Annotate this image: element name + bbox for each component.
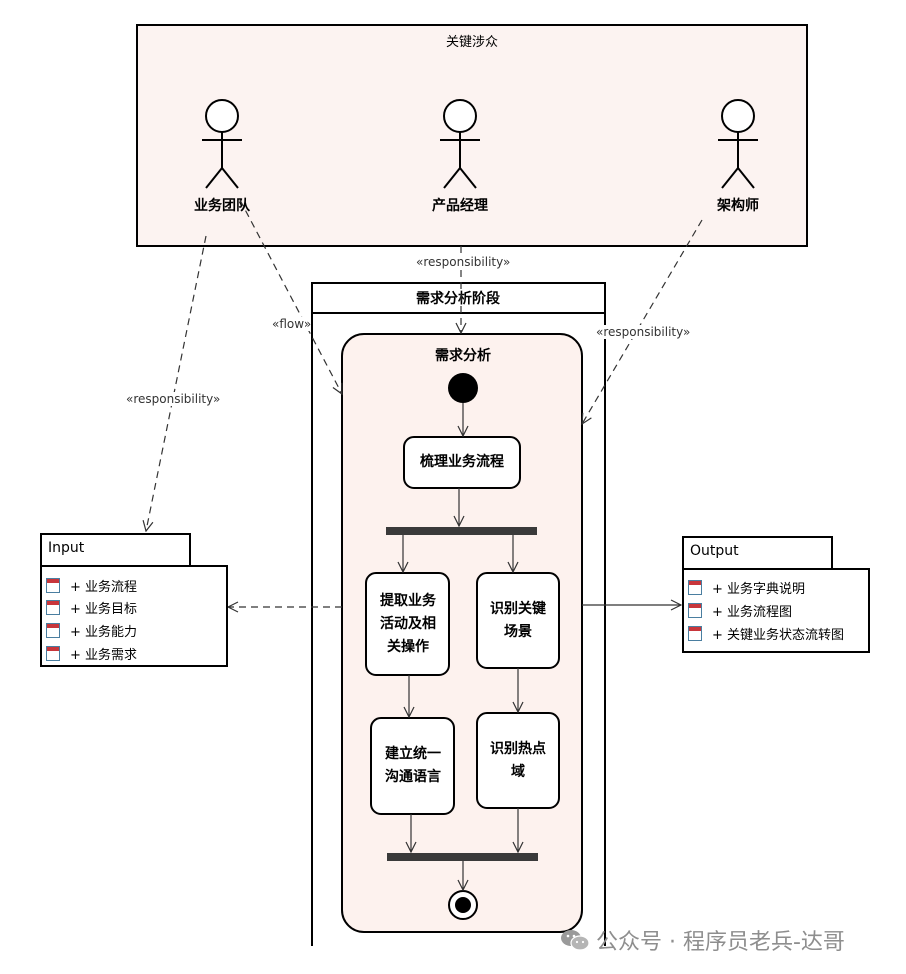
dep-business-team-to-input xyxy=(146,235,207,531)
input-item-label: + 业务能力 xyxy=(70,624,138,640)
actor-business-team-label: 业务团队 xyxy=(194,197,251,214)
input-item: + 业务流程 xyxy=(46,576,138,595)
actor-architect xyxy=(718,99,758,189)
input-package-body xyxy=(40,565,228,667)
phase-title: 需求分析阶段 xyxy=(416,290,500,307)
actor-business-team xyxy=(202,99,242,189)
responsibility-label-business-team: «responsibility» xyxy=(126,392,221,406)
input-item: + 业务目标 xyxy=(46,598,138,617)
input-item: + 业务需求 xyxy=(46,644,138,663)
flow-label-business-team: «flow» xyxy=(272,317,312,331)
actor-product-manager xyxy=(440,99,480,189)
attribute-icon xyxy=(46,599,60,615)
input-item-label: + 业务需求 xyxy=(70,647,138,663)
output-item: + 业务流程图 xyxy=(688,601,793,620)
dep-business-team-to-activity xyxy=(239,199,342,394)
input-item: + 业务能力 xyxy=(46,621,138,640)
actor-product-manager-label: 产品经理 xyxy=(432,197,488,214)
wechat-icon xyxy=(561,930,590,951)
output-item-label: + 业务流程图 xyxy=(712,604,793,620)
input-item-label: + 业务流程 xyxy=(70,579,138,595)
output-item: + 关键业务状态流转图 xyxy=(688,624,845,643)
output-package-title: Output xyxy=(690,543,739,559)
attribute-icon xyxy=(46,577,60,593)
action-extract: 提取业务活动及相关操作 xyxy=(380,592,436,655)
action-sort-flow: 梳理业务流程 xyxy=(420,454,504,470)
attribute-icon xyxy=(688,602,702,618)
activity-title: 需求分析 xyxy=(435,347,491,364)
input-package-title: Input xyxy=(48,540,85,556)
responsibility-label-product-manager: «responsibility» xyxy=(416,255,511,269)
action-build-language-box xyxy=(370,717,455,815)
watermark: 公众号 · 程序员老兵-达哥 xyxy=(560,924,845,956)
action-build-language: 建立统一沟通语言 xyxy=(385,746,441,785)
output-package-tab xyxy=(682,536,833,570)
initial-node xyxy=(448,373,478,403)
output-item: + 业务字典说明 xyxy=(688,578,806,597)
phase-header xyxy=(311,282,606,314)
join-bar xyxy=(387,853,538,861)
actor-architect-label: 架构师 xyxy=(716,197,759,214)
output-item-label: + 关键业务状态流转图 xyxy=(712,627,845,643)
attribute-icon xyxy=(46,645,60,661)
watermark-text: 公众号 · 程序员老兵-达哥 xyxy=(596,930,845,955)
responsibility-label-architect: «responsibility» xyxy=(596,325,691,339)
attribute-icon xyxy=(688,579,702,595)
input-item-label: + 业务目标 xyxy=(70,601,138,617)
stakeholders-frame xyxy=(136,24,808,247)
action-identify-hotspot: 识别热点域 xyxy=(490,740,546,780)
attribute-icon xyxy=(46,622,60,638)
stakeholders-title: 关键涉众 xyxy=(446,35,498,50)
action-sort-flow-box xyxy=(403,436,521,489)
output-item-label: + 业务字典说明 xyxy=(712,581,806,597)
attribute-icon xyxy=(688,625,702,641)
action-identify-scenario: 识别关键场景 xyxy=(490,600,546,640)
dep-architect-to-activity xyxy=(582,219,703,424)
fork-bar xyxy=(386,527,537,535)
final-node-inner xyxy=(455,897,471,913)
action-extract-box xyxy=(365,572,450,676)
output-package-body xyxy=(682,568,870,653)
